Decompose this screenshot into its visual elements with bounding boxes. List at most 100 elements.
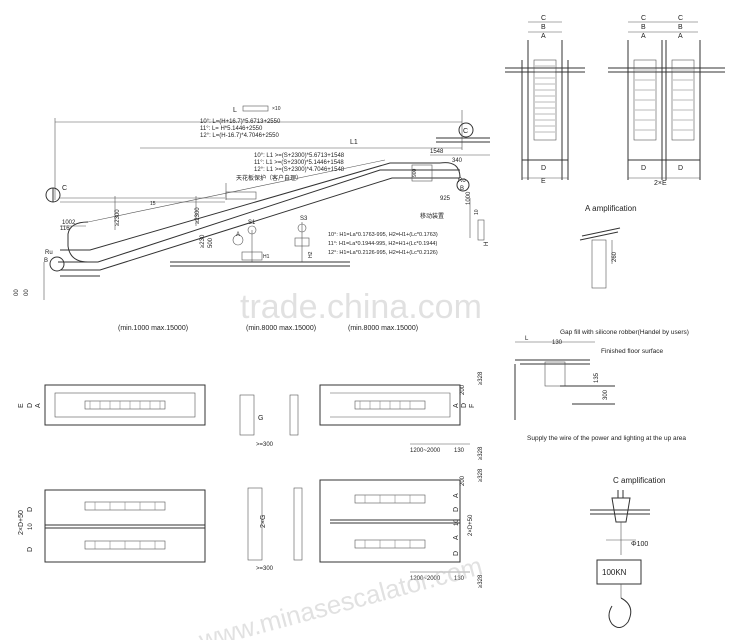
dim-260: 260 [612, 251, 618, 262]
pdr-d2: D [453, 551, 460, 556]
double-total: 2×E [654, 180, 667, 187]
psr-f: F [469, 404, 476, 408]
pdr-200: 200 [460, 475, 466, 486]
double-top-a2: A [678, 33, 683, 40]
pdr-range: 1200~2000 [410, 576, 441, 582]
pdr-10: 10 [454, 519, 460, 526]
pdl-d1: D [27, 507, 34, 512]
double-top-a1: A [641, 33, 646, 40]
a-amp-l: L [525, 336, 529, 342]
dim-1002: 1002 [62, 220, 76, 226]
plan-double-right: A D A 10 D 2×D+50 200 ≥328 1200~2000 130… [319, 468, 484, 588]
psr-range: 1200~2000 [410, 448, 441, 454]
label-ro: Ro [458, 178, 466, 184]
formula-h-11: 11°: H1=La*0.1944-995, H2=H1+(Lc*0.1944) [328, 241, 437, 247]
formula-l-10: 10°: L=(H+16.7)*5.6713+2550 [200, 119, 281, 125]
side-view: L ×10 10°: L=(H+16.7)*5.6713+2550 11°: L… [14, 105, 490, 332]
c-amp-load: 100KN [602, 568, 627, 577]
dim-500: 500 [208, 237, 214, 248]
label-ceiling: 天花板保护（客户自理） [236, 174, 302, 182]
formula-h-10: 10°: H1=La*0.1763-995, H2=H1+(Lc*0.1763) [328, 232, 438, 238]
psl-e: E [18, 403, 25, 408]
c-amp-title: C amplification [613, 476, 665, 485]
formula-l1-11: 11°: L1 >=(S+2300)*5.1446+1548 [254, 160, 344, 166]
pdl-10: 10 [28, 523, 34, 530]
dim-900: 900 [412, 168, 418, 177]
pdr-a1: A [453, 493, 460, 498]
pdl-2g: 2×G [260, 515, 267, 528]
label-move: 移动装置 [420, 212, 444, 220]
psr-200: 200 [460, 384, 466, 395]
power-note: Supply the wire of the power and lightin… [527, 435, 686, 442]
label-s3: S3 [300, 216, 308, 222]
dim-300: 300 [603, 389, 609, 400]
formula-l-11: 11°: L= H*5.1446+2550 [200, 126, 263, 132]
gap-note: Gap fill with silicone robber(Handel by … [560, 329, 689, 336]
watermark-trade: trade.china.com [240, 288, 482, 326]
a-amp-title: A amplification [585, 204, 637, 213]
label-ru: Ru [45, 250, 53, 256]
formula-h-12: 12°: H1=La*0.2126-995, H2=H1+(Lc*0.2126) [328, 250, 438, 256]
label-x10: ×10 [272, 106, 281, 112]
pdr-328: ≥328 [478, 468, 484, 482]
dim-925: 925 [440, 196, 451, 202]
dim-15: 15 [150, 201, 156, 207]
label-h: H [484, 242, 490, 246]
cross-section-single: C B A D E [505, 15, 585, 185]
plan-double-left: 2×D+50 D 10 D 2×G >=300 [18, 487, 303, 572]
label-c-lower: C [62, 185, 67, 192]
psl-d: D [27, 403, 34, 408]
pdl-dim: >=300 [256, 566, 274, 572]
a-amplification: A amplification 260 Gap fill with silico… [514, 204, 689, 442]
floor-note: Finished floor surface [601, 348, 664, 355]
cross-section-double: C B A C B A D D 2×E [608, 15, 725, 187]
plan-single-left: E D A G >=300 [18, 384, 299, 448]
pdl-2d50: 2×D+50 [18, 510, 25, 535]
label-h2: H2 [308, 251, 314, 258]
double-bottom-d2: D [678, 165, 683, 172]
dim-2300: ≥2300 [115, 209, 121, 226]
psl-dim: >=300 [256, 442, 274, 448]
psr-328: ≥328 [478, 371, 484, 385]
pdr-d1: D [453, 507, 460, 512]
pdr-130: 130 [454, 576, 465, 582]
single-bottom-e: E [541, 178, 546, 185]
label-c-upper: C [463, 128, 468, 135]
min-max-1: (min.1000 max.15000) [118, 325, 188, 332]
dim-1000: 1000 [466, 191, 472, 205]
single-top-c: C [541, 15, 546, 22]
dim-left-a: 00 [14, 289, 20, 296]
dim-116: 116 [60, 226, 70, 232]
double-top-b2: B [678, 24, 683, 31]
single-bottom-d: D [541, 165, 546, 172]
dim-135: 135 [594, 372, 600, 383]
dim-130-a: 130 [552, 340, 563, 346]
label-b-upper: B [460, 186, 464, 192]
formula-l1-12: 12°: L1 >=(S+2300)*4.7046+1548 [254, 167, 345, 173]
formula-l1-10: 10°: L1 >=(S+2300)*5.6713+1548 [254, 153, 345, 159]
dim-1548: 1548 [430, 149, 444, 155]
psr-328b: ≥328 [478, 446, 484, 460]
pdl-d2: D [27, 547, 34, 552]
dim-10: 10 [474, 209, 480, 215]
dim-2300b: ≥2300 [195, 207, 201, 224]
label-b-lower: B [44, 258, 48, 264]
double-bottom-d1: D [641, 165, 646, 172]
label-s1: S1 [248, 220, 256, 226]
psr-a: A [453, 403, 460, 408]
psl-a: A [35, 403, 42, 408]
double-top-b1: B [641, 24, 646, 31]
psl-g: G [258, 415, 263, 422]
c-amplification: C amplification Φ100 100KN [590, 476, 665, 628]
plan-single-right: A D F 200 ≥328 1200~2000 130 ≥328 [319, 371, 484, 460]
dim-340: 340 [452, 158, 463, 164]
watermark-site: www.minasescalator.com [195, 550, 486, 640]
min-max-2: (min.8000 max.15000) [246, 325, 316, 332]
single-top-a: A [541, 33, 546, 40]
c-amp-dia: Φ100 [631, 541, 648, 548]
double-top-c1: C [641, 15, 646, 22]
single-top-b: B [541, 24, 546, 31]
pdr-2d50: 2×D+50 [468, 514, 474, 536]
